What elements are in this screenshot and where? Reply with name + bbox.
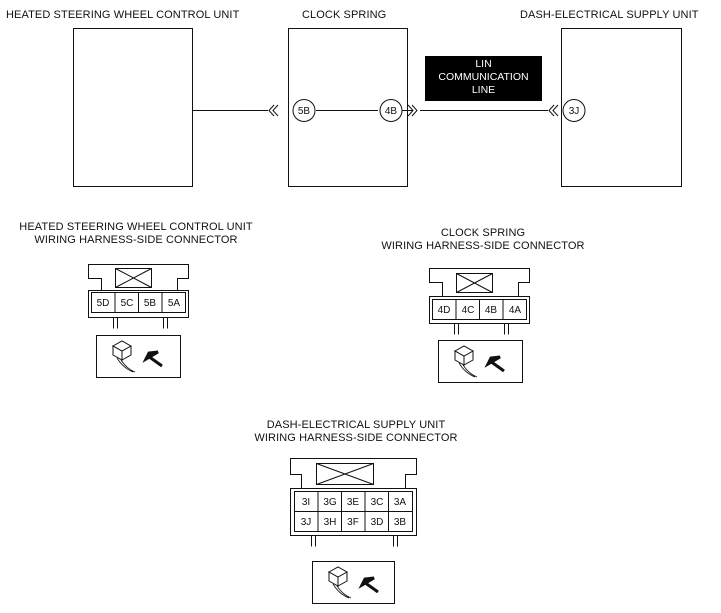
- hswcu-pin-5c: 5C: [121, 298, 134, 309]
- desu-pin-row-2: 3J 3H 3F 3D 3B: [301, 517, 407, 528]
- desu-connector-frame: [290, 488, 417, 536]
- connector-mark-5b: [268, 104, 279, 117]
- hswcu-pin-5b: 5B: [144, 298, 157, 309]
- desu-pin-3j: 3J: [301, 517, 312, 528]
- desu-pin-3d: 3D: [371, 517, 384, 528]
- terminal-circle-5b: [292, 99, 316, 122]
- desu-lock-mark: [316, 463, 374, 485]
- desu-pin-3f: 3F: [347, 517, 359, 528]
- hswcu-pin-5a: 5A: [168, 298, 181, 309]
- terminal-label-4b: 4B: [385, 106, 398, 117]
- desu-pin-3i: 3I: [302, 497, 310, 508]
- clock-spring-connector-title-line-2: WIRING HARNESS-SIDE CONNECTOR: [381, 240, 585, 252]
- desu-connector-title: DASH-ELECTRICAL SUPPLY UNIT WIRING HARNE…: [238, 419, 474, 445]
- lin-communication-line-label: LIN COMMUNICATION LINE: [425, 56, 542, 101]
- lin-label-line-2: COMMUNICATION: [438, 71, 529, 83]
- hswcu-connector-title: HEATED STEERING WHEEL CONTROL UNIT WIRIN…: [10, 221, 262, 247]
- hswcu-connector-title-line-1: HEATED STEERING WHEEL CONTROL UNIT: [19, 221, 253, 233]
- hswcu-pin-5d: 5D: [97, 298, 110, 309]
- clock-spring-connector-title-line-1: CLOCK SPRING: [440, 227, 526, 239]
- desu-pin-3h: 3H: [324, 517, 337, 528]
- lin-label-line-3: LINE: [471, 84, 496, 96]
- desu-connector-title-line-1: DASH-ELECTRICAL SUPPLY UNIT: [266, 419, 446, 431]
- desu-view-direction-icon: [312, 561, 395, 604]
- clock-spring-unit-box: [288, 28, 408, 187]
- connector-mark-3j: [548, 104, 559, 117]
- clock-spring-connector: [429, 268, 530, 335]
- hswcu-connector-frame: [88, 290, 189, 318]
- clock-spring-pin-4d: 4D: [438, 305, 451, 316]
- desu-unit-box: [561, 28, 682, 187]
- desu-connector-title-line-2: WIRING HARNESS-SIDE CONNECTOR: [254, 432, 458, 444]
- clock-spring-pin-4a: 4A: [509, 305, 522, 316]
- desu-connector: [290, 458, 417, 547]
- hswcu-connector: [88, 264, 189, 329]
- terminal-circle-3j: [562, 99, 586, 122]
- clock-spring-view-direction-icon: [438, 340, 523, 383]
- desu-unit-title: DASH-ELECTRICAL SUPPLY UNIT: [520, 9, 699, 21]
- desu-pin-3a: 3A: [394, 497, 407, 508]
- hswcu-view-direction-icon: [96, 335, 181, 378]
- hswcu-unit-box: [73, 28, 193, 187]
- desu-pin-row-1: 3I 3G 3E 3C 3A: [302, 497, 407, 508]
- clock-spring-pin-4b: 4B: [485, 305, 498, 316]
- terminal-label-5b: 5B: [298, 106, 311, 117]
- connector-mark-4b: [407, 104, 418, 117]
- hswcu-unit-title: HEATED STEERING WHEEL CONTROL UNIT: [6, 9, 240, 21]
- clock-spring-connector-title: CLOCK SPRING WIRING HARNESS-SIDE CONNECT…: [368, 227, 598, 253]
- clock-spring-lock-mark: [456, 273, 493, 293]
- lin-label-line-1: LIN: [475, 58, 492, 70]
- terminal-label-3j: 3J: [569, 106, 580, 117]
- desu-pin-3g: 3G: [323, 497, 337, 508]
- clock-spring-connector-frame: [429, 296, 530, 324]
- clock-spring-pin-4c: 4C: [462, 305, 475, 316]
- clock-spring-unit-title: CLOCK SPRING: [302, 9, 387, 21]
- hswcu-connector-title-line-2: WIRING HARNESS-SIDE CONNECTOR: [34, 234, 238, 246]
- desu-pin-3b: 3B: [394, 517, 407, 528]
- hswcu-lock-mark: [115, 268, 152, 288]
- desu-pin-3e: 3E: [347, 497, 360, 508]
- desu-pin-3c: 3C: [371, 497, 384, 508]
- terminal-circle-4b: [379, 99, 403, 122]
